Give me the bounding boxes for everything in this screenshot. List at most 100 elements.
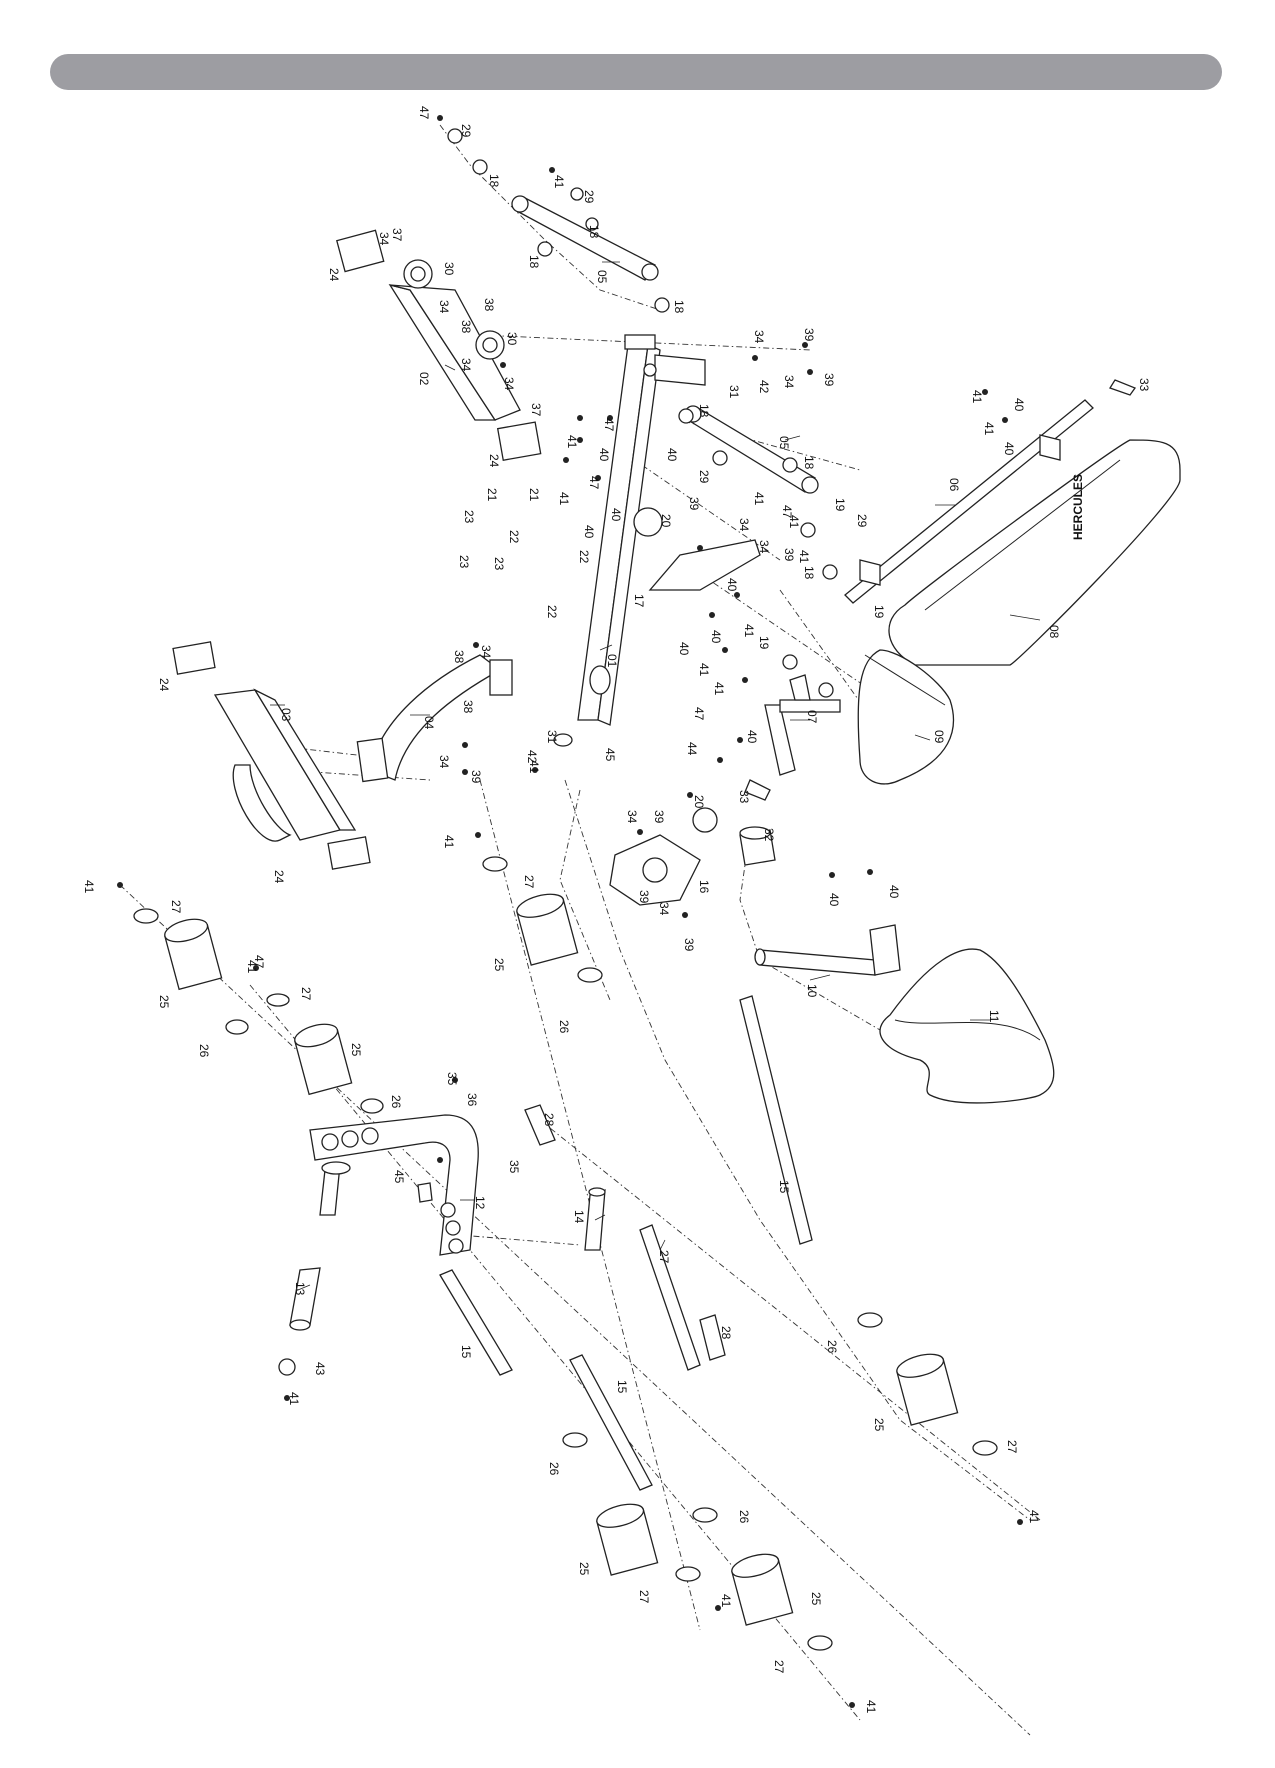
part-label: 05: [595, 270, 609, 284]
part-label: 34: [377, 232, 391, 246]
part-label: 41: [970, 390, 984, 404]
part-label: 18: [487, 174, 501, 188]
part-label: 29: [855, 514, 869, 528]
part-label: 13: [293, 1282, 307, 1296]
part-label: 34: [757, 540, 771, 554]
part-label: 05: [777, 436, 791, 450]
upper-tube-part-02: [336, 229, 542, 461]
part-label: 41: [697, 663, 711, 677]
part-label: 38: [459, 320, 473, 334]
part-label: 39: [822, 373, 836, 387]
part-label: 25: [809, 1592, 823, 1606]
part-label: 34: [782, 375, 796, 389]
assembly-lines: [119, 124, 1041, 1736]
part-label: 33: [1137, 378, 1151, 392]
part-label: 47: [692, 707, 706, 721]
part-label: 21: [527, 488, 541, 502]
part-label: 45: [392, 1170, 406, 1184]
part-label: 40: [1012, 398, 1026, 412]
part-label: 41: [742, 624, 756, 638]
part-label: 31: [545, 730, 559, 744]
part-label: 43: [313, 1362, 327, 1376]
part-label: 22: [507, 530, 521, 544]
part-label: 41: [557, 492, 571, 506]
part-label: 22: [577, 550, 591, 564]
part-label: 25: [349, 1043, 363, 1057]
back-rail-part-06: [844, 379, 1137, 604]
part-label: 20: [692, 795, 706, 809]
part-label: 27: [657, 1250, 671, 1264]
part-label: 41: [245, 960, 259, 974]
part-label: 40: [582, 525, 596, 539]
part-label: 33: [737, 790, 751, 804]
part-label: 34: [625, 810, 639, 824]
part-label: 23: [462, 510, 476, 524]
part-label: 42: [525, 750, 539, 764]
part-label: 29: [459, 124, 473, 138]
part-label: 41: [527, 760, 541, 774]
part-label: 41: [1027, 1510, 1041, 1524]
part-label: 45: [603, 748, 617, 762]
part-label: 34: [502, 377, 516, 391]
part-label: 32: [762, 828, 776, 842]
part-label: 25: [492, 958, 506, 972]
part-label: 26: [557, 1020, 571, 1034]
part-label: 04: [422, 716, 436, 730]
part-label: 34: [737, 518, 751, 532]
part-label: 20: [659, 514, 673, 528]
part-label: 35: [445, 1072, 459, 1086]
part-label: 41: [752, 492, 766, 506]
bracket-part-17: [633, 507, 761, 591]
part-label: 39: [637, 890, 651, 904]
part-label: 39: [687, 497, 701, 511]
part-label: 15: [459, 1345, 473, 1359]
part-label: 23: [457, 555, 471, 569]
part-label: 24: [487, 454, 501, 468]
part-label: 40: [609, 508, 623, 522]
part-label: 15: [777, 1180, 791, 1194]
part-label: 44: [685, 742, 699, 756]
part-label: 47: [587, 476, 601, 490]
part-label: 29: [697, 470, 711, 484]
part-label: 01: [605, 654, 619, 668]
part-label: 18: [802, 456, 816, 470]
part-label: 41: [287, 1392, 301, 1406]
part-label: 41: [712, 682, 726, 696]
part-label: 41: [982, 422, 996, 436]
part-label: 22: [545, 605, 559, 619]
upper-arm-part-05: [447, 128, 670, 313]
washers-part-26-27: [133, 856, 998, 1651]
part-label: 15: [615, 1380, 629, 1394]
part-label: 37: [390, 228, 404, 242]
part-label: 34: [479, 645, 493, 659]
part-label: 09: [932, 730, 946, 744]
lower-frame-part-12: [309, 1114, 479, 1256]
part-label: 24: [272, 870, 286, 884]
part-label: 36: [465, 1093, 479, 1107]
rod-parts-15-27-28: [439, 995, 813, 1491]
leader-lines: [270, 261, 1041, 1291]
part-label: 42: [757, 380, 771, 394]
part-label: 41: [719, 1594, 733, 1608]
handle-part-14: [584, 1187, 606, 1251]
part-label: 19: [872, 605, 886, 619]
part-label: 27: [522, 875, 536, 889]
part-label: 40: [827, 893, 841, 907]
part-label: 47: [602, 418, 616, 432]
part-label: 21: [485, 488, 499, 502]
seat-bracket-part-07: [744, 674, 841, 801]
part-label: 27: [772, 1660, 786, 1674]
part-label: 40: [665, 448, 679, 462]
part-label: 39: [782, 548, 796, 562]
part-label: 10: [805, 984, 819, 998]
part-label: 18: [802, 566, 816, 580]
part-label: 34: [657, 902, 671, 916]
part-label: 39: [469, 770, 483, 784]
roller-pads-part-25: [164, 893, 959, 1626]
part-label: 26: [389, 1095, 403, 1109]
part-label: 14: [572, 1210, 586, 1224]
part-label: 39: [802, 328, 816, 342]
curved-support-part-04: [356, 654, 513, 783]
sleeve-part-13: [278, 1267, 321, 1376]
part-label: 19: [833, 498, 847, 512]
